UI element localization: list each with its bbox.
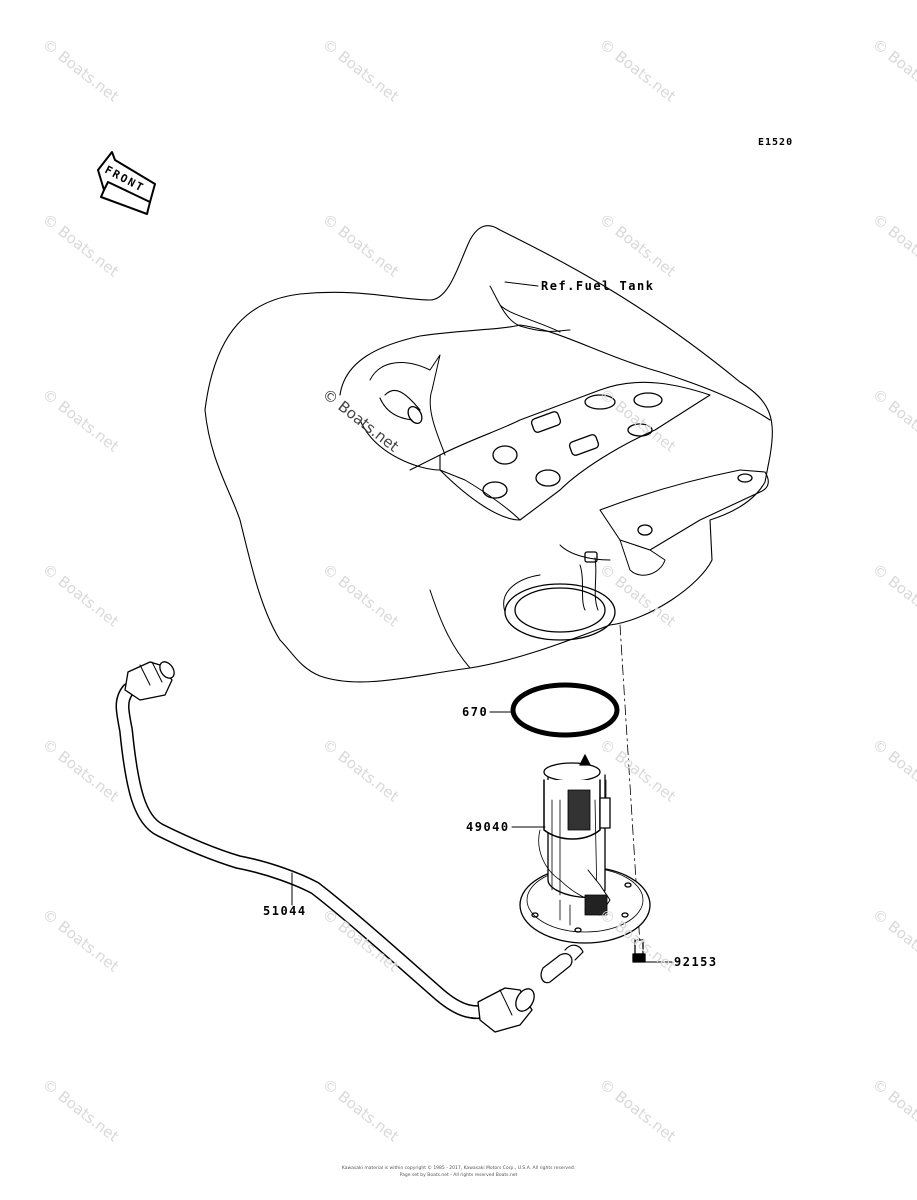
o-ring-part-number: 670 [462, 705, 489, 719]
copyright-line-2: Page set by Boats.net - All rights reser… [399, 1173, 518, 1178]
leader-lines [291, 281, 673, 963]
copyright-line-1: Kawasaki material is within copyright © … [341, 1166, 576, 1171]
copyright-footer: Kawasaki material is within copyright © … [0, 1165, 917, 1179]
front-arrow-icon: FRONT [97, 151, 156, 215]
fuel-pump-part-number: 49040 [466, 820, 510, 834]
diagram-code: E1520 [758, 137, 794, 148]
fuel-hose-part-number: 51044 [263, 904, 307, 918]
fuel-tank-ref-label: Ref.Fuel Tank [541, 279, 655, 293]
bolt-part-number: 92153 [674, 955, 718, 969]
fuel-hose-drawing [115, 661, 584, 1033]
fuel-pump-drawing [519, 754, 651, 944]
o-ring-drawing [510, 682, 620, 738]
fuel-tank-ref-drawing [204, 225, 773, 683]
